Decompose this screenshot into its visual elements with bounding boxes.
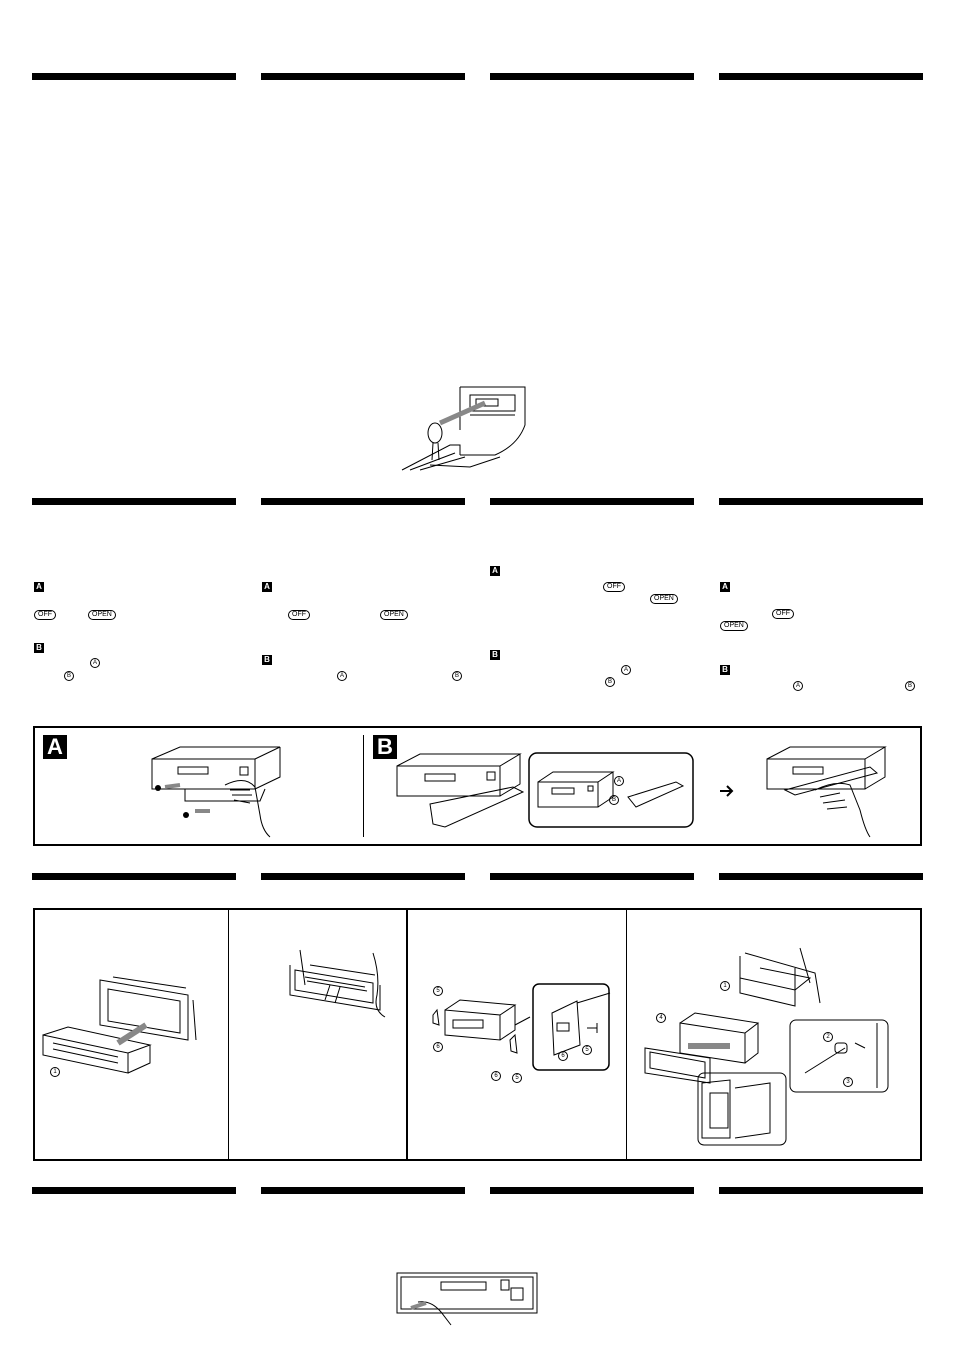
circle-a: A: [90, 658, 100, 668]
marker-b: B: [720, 665, 730, 675]
panel-divider: [406, 910, 408, 1159]
section-rule: [32, 873, 236, 880]
marker-a: A: [262, 582, 272, 592]
panel-attach-illustration: [766, 746, 887, 838]
arrow-icon: [720, 785, 734, 797]
circle-b: B: [605, 677, 615, 687]
circle-b: B: [64, 671, 74, 681]
dashboard-illustration: [401, 386, 526, 471]
circle-a: A: [337, 671, 347, 681]
mounting-sleeve-illustration: [42, 976, 197, 1074]
off-button-ref: OFF: [772, 609, 794, 619]
marker-b: B: [34, 643, 44, 653]
section-rule: [261, 873, 465, 880]
callout-circle-a: A: [614, 776, 624, 786]
section-rule: [32, 498, 236, 505]
label-1: 1: [50, 1067, 60, 1077]
off-button-ref: OFF: [288, 610, 310, 620]
open-button-ref: OPEN: [88, 610, 116, 620]
label-5: 5: [582, 1045, 592, 1055]
full-installation-illustration: [644, 947, 889, 1146]
panel-divider: [626, 910, 627, 1159]
label-5: 5: [512, 1073, 522, 1083]
figure-marker-a: A: [43, 735, 67, 759]
label-2: 2: [823, 1032, 833, 1042]
figure-marker-b: B: [373, 735, 397, 759]
section-rule: [490, 498, 694, 505]
circle-a: A: [621, 665, 631, 675]
section-rule: [719, 498, 923, 505]
section-rule: [719, 1187, 923, 1194]
dashboard-sleeve-illustration: [289, 949, 386, 1018]
off-button-ref: OFF: [34, 610, 56, 620]
callout-circle-b: B: [609, 795, 619, 805]
reset-button-illustration: [396, 1272, 538, 1326]
panel-divider: [228, 910, 229, 1159]
bracket-detail-callout: [532, 983, 611, 1071]
section-rule: [490, 73, 694, 80]
open-button-ref: OPEN: [650, 594, 678, 604]
label-6: 6: [433, 1042, 443, 1052]
section-rule: [32, 73, 236, 80]
marker-a: A: [720, 582, 730, 592]
section-rule: [490, 1187, 694, 1194]
circle-a: A: [793, 681, 803, 691]
installation-figure: [33, 908, 922, 1161]
section-rule: [719, 873, 923, 880]
callout-box: [528, 752, 694, 828]
panel-divider: [363, 735, 364, 837]
circle-b: B: [452, 671, 462, 681]
marker-a: A: [34, 582, 44, 592]
section-rule: [32, 1187, 236, 1194]
marker-b: B: [262, 655, 272, 665]
marker-a: A: [490, 566, 500, 576]
bracket-mount-illustration: [432, 999, 531, 1054]
label-4: 4: [656, 1013, 666, 1023]
front-panel-figure: [33, 726, 922, 846]
section-rule: [261, 1187, 465, 1194]
section-rule: [490, 873, 694, 880]
circle-b: B: [905, 681, 915, 691]
section-rule: [261, 498, 465, 505]
label-5: 5: [433, 986, 443, 996]
label-6: 6: [491, 1071, 501, 1081]
section-rule: [719, 73, 923, 80]
front-panel-detached: [396, 753, 525, 828]
open-button-ref: OPEN: [380, 610, 408, 620]
off-button-ref: OFF: [603, 582, 625, 592]
label-1: 1: [720, 981, 730, 991]
section-rule: [261, 73, 465, 80]
label-3: 3: [843, 1077, 853, 1087]
marker-b: B: [490, 650, 500, 660]
open-button-ref: OPEN: [720, 621, 748, 631]
label-6: 6: [558, 1051, 568, 1061]
unit-release-illustration: [151, 746, 281, 838]
